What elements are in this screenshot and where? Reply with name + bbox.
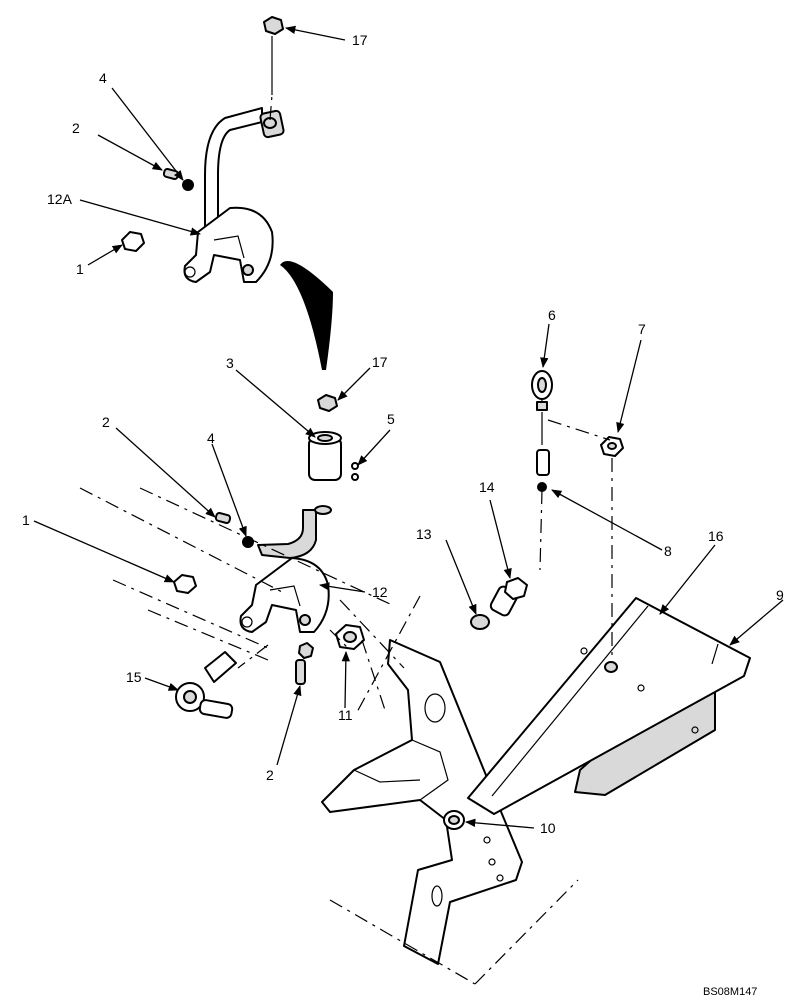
pin-2-lower [295, 659, 306, 685]
callout-8: 8 [664, 543, 672, 559]
pin-2-upper [162, 167, 180, 181]
nut-4-upper [182, 179, 194, 191]
callout-9: 9 [776, 587, 784, 603]
nut-17-top [263, 16, 284, 95]
drawing-code: BS08M147 [703, 986, 757, 998]
pin-2-mid [214, 511, 232, 525]
callout-1-mid: 1 [22, 512, 30, 528]
clip-5a [351, 462, 359, 470]
callout-2-top: 2 [72, 120, 80, 136]
callout-16: 16 [708, 528, 724, 544]
upper-assembly [121, 16, 285, 283]
nut-1-lower [173, 574, 197, 594]
bracket-12A [183, 206, 274, 283]
leader-lines [33, 25, 784, 829]
centerlines [79, 94, 613, 985]
callout-6: 6 [548, 307, 556, 323]
rod-end-15 [175, 651, 237, 719]
lever-plate [321, 639, 523, 965]
callout-11: 11 [338, 707, 353, 723]
nut-17 [317, 394, 338, 412]
callout-4-mid: 4 [207, 430, 215, 446]
nut-7 [600, 436, 624, 457]
callout-12A: 12A [47, 191, 73, 207]
callout-15: 15 [126, 669, 142, 685]
callout-14: 14 [479, 479, 495, 495]
washer-13 [470, 614, 490, 630]
nut-1-upper [121, 231, 145, 252]
callout-1-top: 1 [76, 261, 84, 277]
bracket-12 [239, 557, 330, 633]
clip-5b [351, 473, 359, 481]
bolt-14 [489, 577, 528, 617]
callout-2-lower: 2 [266, 767, 274, 783]
assembly-arrow [280, 261, 333, 370]
sleeve-3 [308, 431, 342, 481]
eye-bolt-6 [531, 370, 553, 492]
callout-17-top: 17 [352, 32, 368, 48]
callout-7: 7 [638, 321, 646, 337]
pedal-plate [467, 597, 751, 815]
callout-12: 12 [372, 584, 388, 600]
callout-2-mid: 2 [102, 414, 110, 430]
lower-assembly [173, 394, 365, 719]
bent-rod-lower [257, 509, 317, 559]
callout-3: 3 [226, 355, 234, 371]
bent-rod-upper [204, 107, 285, 233]
spring-10 [443, 810, 465, 830]
callout-5: 5 [387, 411, 395, 427]
callout-10: 10 [540, 820, 556, 836]
nut-11 [335, 624, 365, 650]
nut-2-lower [298, 642, 314, 659]
callout-13: 13 [416, 526, 432, 542]
callout-4-top: 4 [99, 70, 107, 86]
callout-labels: 17 4 2 12A 1 3 17 5 2 4 1 12 15 2 11 13 … [22, 32, 784, 836]
callout-17: 17 [372, 354, 388, 370]
